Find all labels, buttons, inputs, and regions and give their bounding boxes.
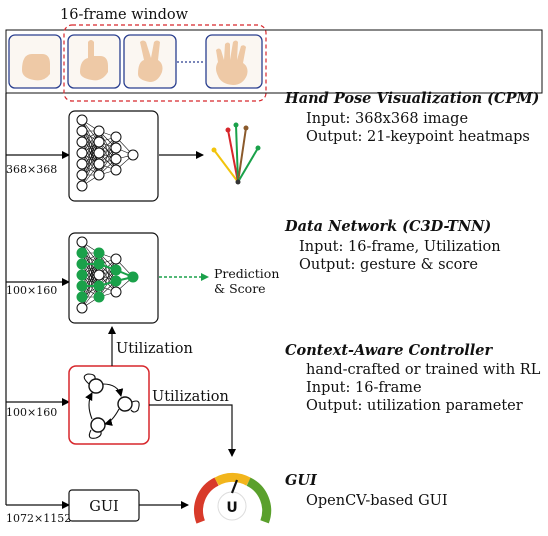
window-label: 16-frame window	[60, 7, 189, 23]
net-edge	[81, 152, 100, 187]
utilization-right-label: Utilization	[152, 389, 229, 405]
gauge-yellow-arc	[214, 472, 251, 486]
section-controller-output: Output: utilization parameter	[306, 398, 523, 414]
resolution-data-network: 100×160	[6, 284, 57, 297]
state-machine-icon	[83, 373, 140, 439]
section-controller: Context-Aware Controller hand-crafted or…	[285, 342, 541, 414]
net-node	[76, 169, 88, 181]
net-node	[76, 269, 88, 281]
hand-fist-icon	[22, 54, 50, 81]
net-node	[127, 149, 139, 161]
net-node	[110, 253, 122, 265]
utilization-up-label: Utilization	[116, 341, 193, 357]
section-controller-method: hand-crafted or trained with RL	[306, 362, 541, 378]
utilization-to-gui-arrow	[149, 404, 236, 457]
net-node	[93, 147, 105, 159]
section-gui-title: GUI	[285, 472, 318, 489]
net-node	[93, 125, 105, 137]
net-node	[76, 125, 88, 137]
window-highlight	[63, 24, 267, 102]
resolution-controller: 100×160	[6, 406, 57, 419]
hand-peace-icon	[138, 40, 163, 82]
hand-open-icon	[216, 40, 248, 85]
net-node	[76, 291, 88, 303]
net-node	[76, 147, 88, 159]
resolution-gui: 1072×1152	[6, 512, 71, 525]
hand-skeleton-icon	[211, 122, 261, 185]
gauge-red-arc	[194, 477, 219, 524]
net-node	[93, 247, 105, 259]
cpm-network-graph	[76, 114, 139, 192]
net-node	[110, 153, 122, 165]
section-cpm-input: Input: 368x368 image	[306, 111, 468, 127]
hand-point-icon	[80, 40, 108, 81]
net-node	[93, 169, 105, 181]
section-data-network-title: Data Network (C3D-TNN)	[284, 218, 491, 235]
section-data-network-output: Output: gesture & score	[299, 257, 478, 273]
net-node	[93, 158, 105, 170]
net-edge	[81, 252, 100, 287]
section-cpm-title: Hand Pose Visualization (CPM)	[284, 90, 539, 107]
score-label: & Score	[214, 281, 266, 296]
net-node	[110, 264, 122, 276]
net-node	[76, 114, 88, 126]
section-data-network-input: Input: 16-frame, Utilization	[299, 239, 501, 255]
gauge-label: U	[226, 500, 237, 516]
net-node	[76, 158, 88, 170]
section-data-network: Data Network (C3D-TNN) Input: 16-frame, …	[284, 218, 501, 273]
section-cpm: Hand Pose Visualization (CPM) Input: 368…	[284, 90, 539, 145]
net-node	[93, 280, 105, 292]
resolution-cpm: 368×368	[6, 163, 57, 176]
section-gui-description: OpenCV-based GUI	[306, 493, 448, 509]
net-node	[76, 236, 88, 248]
net-node	[110, 275, 122, 287]
section-controller-input: Input: 16-frame	[306, 380, 422, 396]
net-node	[110, 286, 122, 298]
prediction-label: Prediction	[214, 266, 279, 281]
net-node	[76, 136, 88, 148]
net-node	[76, 280, 88, 292]
net-node	[110, 142, 122, 154]
data-network-graph	[76, 236, 139, 314]
net-node	[76, 302, 88, 314]
utilization-gauge: U	[194, 472, 272, 524]
net-node	[110, 164, 122, 176]
net-edge	[81, 274, 100, 309]
frame-thumbnails	[8, 34, 263, 89]
net-node	[127, 271, 139, 283]
net-node	[110, 131, 122, 143]
net-node	[93, 291, 105, 303]
net-node	[76, 247, 88, 259]
gauge-green-arc	[246, 477, 272, 524]
section-controller-title: Context-Aware Controller	[285, 342, 493, 359]
net-node	[93, 258, 105, 270]
gui-box-label: GUI	[89, 499, 119, 515]
net-node	[93, 269, 105, 281]
gauge-needle	[230, 479, 239, 494]
controller-box	[68, 365, 150, 445]
net-node	[76, 258, 88, 270]
section-gui: GUI OpenCV-based GUI	[285, 472, 448, 509]
section-cpm-output: Output: 21-keypoint heatmaps	[306, 129, 530, 145]
net-node	[76, 180, 88, 192]
net-edge	[81, 130, 100, 165]
net-node	[93, 136, 105, 148]
